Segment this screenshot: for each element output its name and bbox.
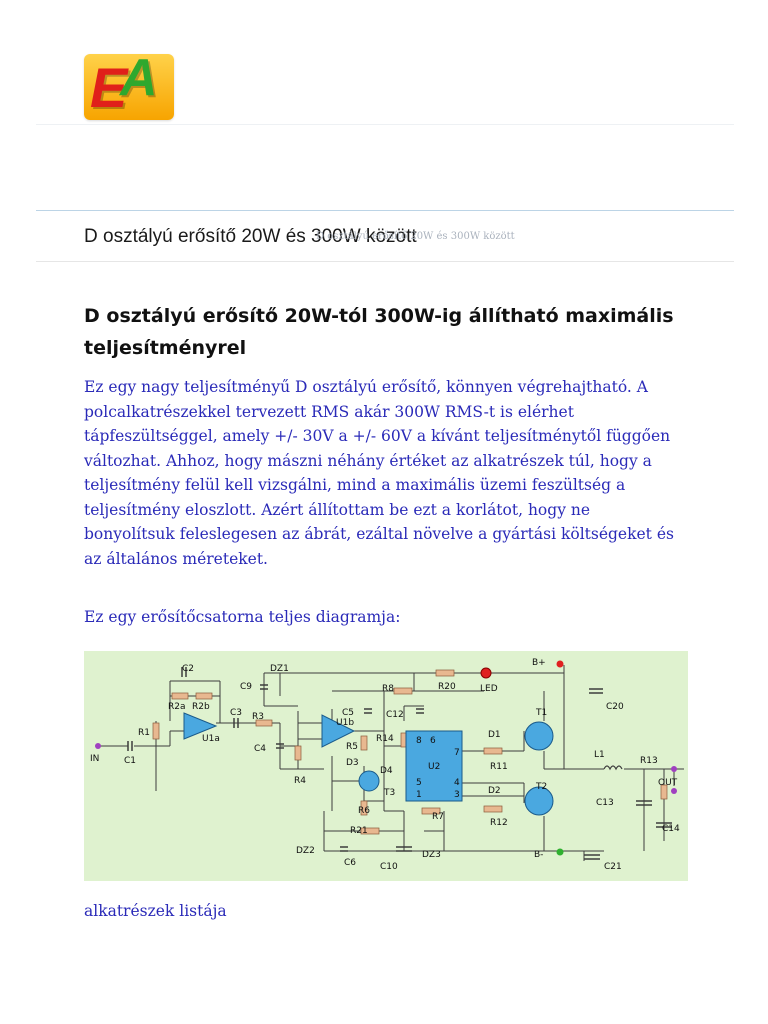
label-d4: D4 <box>380 766 393 776</box>
label-r12: R12 <box>490 818 508 828</box>
resistor-r13 <box>660 784 668 800</box>
label-r20: R20 <box>438 682 456 692</box>
label-r3: R3 <box>252 712 264 722</box>
label-c13: C13 <box>596 798 614 808</box>
site-logo[interactable]: E A <box>84 54 174 120</box>
transistor-t1 <box>524 721 554 751</box>
label-r21: R21 <box>350 826 368 836</box>
resistor-r20 <box>435 669 455 677</box>
resistor-r3 <box>255 719 273 727</box>
label-c3: C3 <box>230 708 242 718</box>
terminal-in <box>95 743 101 749</box>
terminal-b-minus <box>556 848 564 856</box>
label-c21: C21 <box>604 862 622 872</box>
label-t2: T2 <box>535 782 547 792</box>
label-c2: C2 <box>182 664 194 674</box>
label-c5: C5 <box>342 708 354 718</box>
label-l1: L1 <box>594 750 605 760</box>
label-u1a: U1a <box>202 734 220 744</box>
label-c9: C9 <box>240 682 252 692</box>
resistor-r8 <box>393 687 413 695</box>
document-title-ghost: D osztályú erősítő 20W és 300W között <box>316 231 515 242</box>
terminal-b-plus <box>556 660 564 668</box>
resistor-r6 <box>360 800 368 816</box>
label-c1: C1 <box>124 756 136 766</box>
label-r1: R1 <box>138 728 150 738</box>
label-r2a: R2a <box>168 702 186 712</box>
label-dz1: DZ1 <box>270 664 289 674</box>
label-r2b: R2b <box>192 702 210 712</box>
schematic-resistors <box>152 669 668 835</box>
label-pin1: 1 <box>416 790 422 800</box>
label-led: LED <box>480 684 498 694</box>
logo-letter-e: E <box>90 56 128 119</box>
label-pin5: 5 <box>416 778 422 788</box>
resistor-r2a <box>171 692 189 700</box>
document-title-bar: D osztályú erősítő 20W és 300W között D … <box>36 210 734 262</box>
label-pin7: 7 <box>454 748 460 758</box>
label-u1b: U1b <box>336 718 354 728</box>
opamp-u1a <box>183 712 218 740</box>
label-c14: C14 <box>662 824 680 834</box>
resistor-r21 <box>360 827 380 835</box>
label-b-minus: B- <box>534 850 543 860</box>
schematic-capacitors <box>127 667 672 860</box>
label-d3: D3 <box>346 758 359 768</box>
parts-list-link[interactable]: alkatrészek listája <box>84 902 227 920</box>
transistor-t3 <box>358 770 380 792</box>
terminal-out-top <box>671 766 677 772</box>
resistor-r11 <box>483 747 503 755</box>
label-pin4: 4 <box>454 778 460 788</box>
opamp-u1b <box>321 714 356 748</box>
label-pin8: 8 <box>416 736 422 746</box>
label-in: IN <box>90 754 99 764</box>
label-d1: D1 <box>488 730 501 740</box>
label-c20: C20 <box>606 702 624 712</box>
label-r14: R14 <box>376 734 394 744</box>
led-indicator <box>480 667 492 679</box>
label-r11: R11 <box>490 762 508 772</box>
resistor-r2b <box>195 692 213 700</box>
schematic-wires <box>98 665 684 861</box>
label-out: OUT <box>658 778 678 788</box>
resistor-r1 <box>152 722 160 740</box>
label-r13: R13 <box>640 756 658 766</box>
label-c12: C12 <box>386 710 404 720</box>
terminal-out <box>671 788 677 794</box>
label-r8: R8 <box>382 684 394 694</box>
label-dz3: DZ3 <box>422 850 441 860</box>
article-paragraph: Ez egy nagy teljesítményű D osztályú erő… <box>84 378 674 568</box>
logo-letter-a: A <box>120 54 158 107</box>
site-header: E A <box>36 46 734 125</box>
circuit-schematic: C2 R2a R2b R1 IN C1 U1a C3 R3 C4 R4 DZ1 … <box>90 658 684 872</box>
document-title: D osztályú erősítő 20W és 300W között <box>84 226 417 247</box>
label-pin6: 6 <box>430 736 436 746</box>
label-c10: C10 <box>380 862 398 872</box>
label-dz2: DZ2 <box>296 846 315 856</box>
label-b-plus: B+ <box>532 658 546 668</box>
resistor-r5 <box>360 735 368 751</box>
label-t3: T3 <box>383 788 395 798</box>
label-c4: C4 <box>254 744 266 754</box>
label-r7: R7 <box>432 812 444 822</box>
label-c6: C6 <box>344 858 356 868</box>
label-d2: D2 <box>488 786 501 796</box>
diagram-caption: Ez egy erősítőcsatorna teljes diagramja: <box>84 608 401 626</box>
label-t1: T1 <box>535 708 547 718</box>
inductor-l1 <box>603 765 623 771</box>
resistor-r12 <box>483 805 503 813</box>
ic-u2 <box>405 730 463 802</box>
transistor-t2 <box>524 786 554 816</box>
label-pin3: 3 <box>454 790 460 800</box>
circuit-diagram: C2 R2a R2b R1 IN C1 U1a C3 R3 C4 R4 DZ1 … <box>84 651 688 881</box>
label-r5: R5 <box>346 742 358 752</box>
resistor-r4 <box>294 745 302 761</box>
label-u2: U2 <box>428 762 440 772</box>
article-heading: D osztályú erősítő 20W-tól 300W-ig állít… <box>84 305 674 359</box>
label-r4: R4 <box>294 776 306 786</box>
resistor-r7 <box>421 807 441 815</box>
label-r6: R6 <box>358 806 370 816</box>
